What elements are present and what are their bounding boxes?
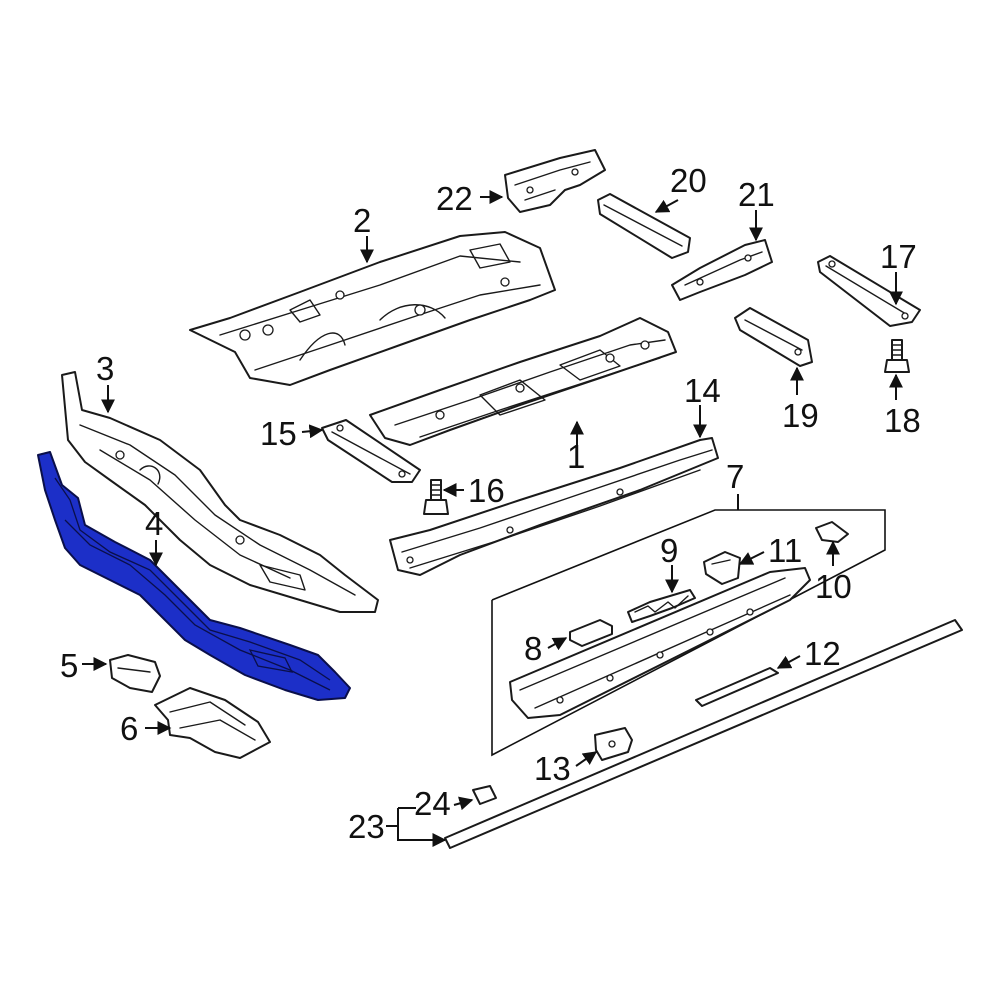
- part-14-rocker[interactable]: [389, 437, 719, 576]
- callout-24: 24: [414, 785, 451, 822]
- callout-3: 3: [96, 350, 114, 387]
- part-6-bracket[interactable]: [154, 687, 271, 759]
- callout-10: 10: [815, 568, 852, 605]
- part-16-bolt[interactable]: [423, 479, 449, 515]
- callout-labels: 2 1 3 4 5 6 7 8 9 10 11 12 13 14 15 16 1…: [60, 162, 921, 845]
- part-8-clip[interactable]: [569, 619, 613, 647]
- callout-14: 14: [684, 372, 721, 409]
- callout-13: 13: [534, 750, 571, 787]
- part-21-bracket[interactable]: [671, 239, 773, 301]
- callout-19: 19: [782, 397, 819, 434]
- part-3-crossmember[interactable]: [61, 371, 379, 613]
- callout-21: 21: [738, 176, 775, 213]
- callout-6: 6: [120, 710, 138, 747]
- part-12-molding[interactable]: [695, 667, 779, 707]
- part-12-rocker-panel[interactable]: [509, 567, 811, 719]
- part-18-bolt[interactable]: [884, 339, 910, 373]
- callout-15: 15: [260, 415, 297, 452]
- callout-17: 17: [880, 238, 917, 275]
- callout-9: 9: [660, 532, 678, 569]
- callout-18: 18: [884, 402, 921, 439]
- part-1-floor-pan[interactable]: [369, 317, 677, 446]
- callout-8: 8: [524, 630, 542, 667]
- part-23-molding[interactable]: [444, 619, 963, 849]
- part-19-bracket[interactable]: [734, 307, 813, 367]
- part-5-bracket[interactable]: [109, 654, 161, 693]
- part-13-bracket[interactable]: [594, 727, 633, 761]
- callout-2: 2: [353, 202, 371, 239]
- part-17-bracket[interactable]: [817, 255, 921, 327]
- callout-20: 20: [670, 162, 707, 199]
- part-4-crossmember-highlighted[interactable]: [37, 451, 351, 701]
- part-22-bracket[interactable]: [504, 149, 606, 213]
- callout-1: 1: [567, 438, 585, 475]
- part-24-clip[interactable]: [472, 785, 497, 805]
- part-10-clip[interactable]: [815, 521, 849, 543]
- callout-23: 23: [348, 808, 385, 845]
- leader-lines: [82, 190, 903, 847]
- part-9-bracket[interactable]: [627, 589, 696, 623]
- part-7-assembly-box: [491, 509, 886, 757]
- part-11-bracket[interactable]: [703, 551, 741, 585]
- callout-22: 22: [436, 180, 473, 217]
- callout-16: 16: [468, 472, 505, 509]
- callout-5: 5: [60, 647, 78, 684]
- part-2-floor-pan[interactable]: [189, 231, 556, 386]
- callout-12: 12: [804, 635, 841, 672]
- part-15-bracket[interactable]: [321, 419, 421, 483]
- callout-7: 7: [726, 458, 744, 495]
- part-20-rail[interactable]: [597, 193, 691, 259]
- callout-4: 4: [145, 505, 163, 542]
- callout-11: 11: [768, 532, 802, 569]
